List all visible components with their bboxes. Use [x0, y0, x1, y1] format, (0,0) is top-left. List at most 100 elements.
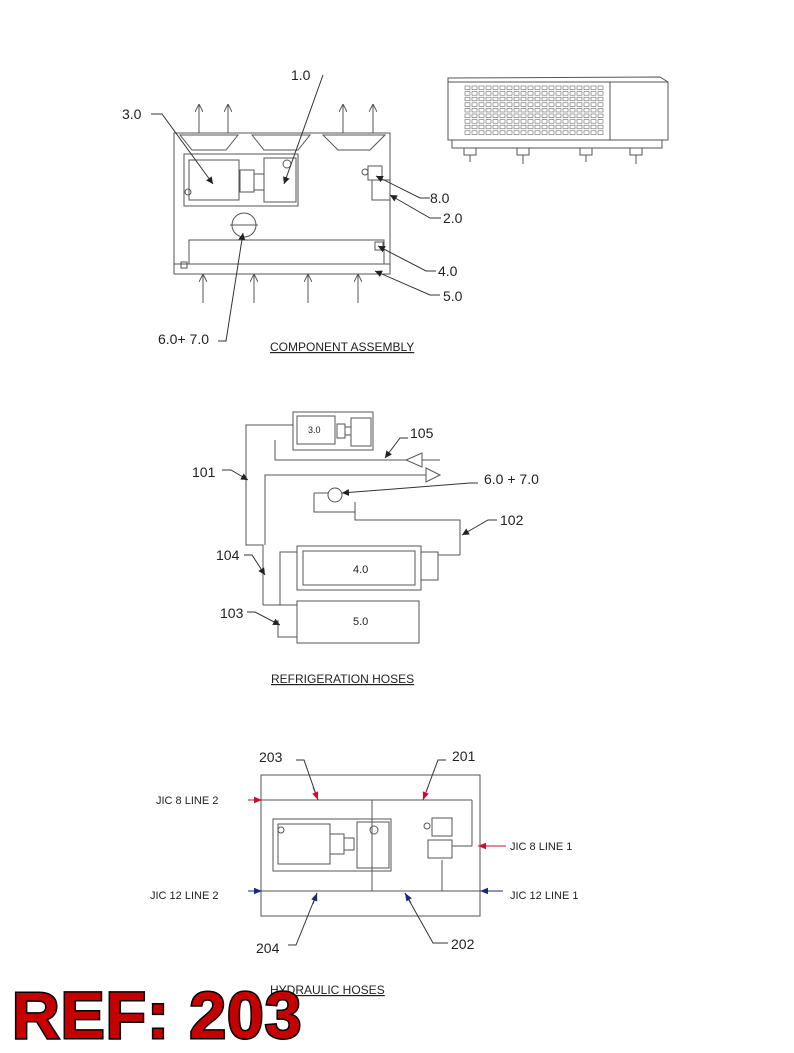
vent-slat	[527, 113, 534, 118]
vent-slat	[569, 119, 576, 124]
vent-slat	[471, 119, 478, 124]
vent-slat	[471, 108, 478, 113]
vent-slat	[555, 85, 562, 90]
vent-slat	[569, 85, 576, 90]
vent-slat	[583, 124, 590, 130]
vent-slat	[520, 113, 527, 118]
port-jic12-line2: JIC 12 LINE 2	[150, 890, 218, 902]
vent-slat	[590, 108, 597, 113]
vent-slat	[597, 102, 604, 107]
vent-slat	[562, 96, 569, 102]
vent-slat	[478, 96, 485, 102]
vent-slat	[569, 102, 576, 107]
vent-slat	[527, 91, 534, 96]
vent-slat	[492, 119, 499, 124]
vent-slat	[527, 96, 534, 102]
vent-slat	[499, 130, 506, 135]
compressor-label: 3.0	[308, 425, 321, 435]
vent-slat	[485, 85, 492, 90]
vent-slat	[471, 96, 478, 102]
vent-slat	[555, 96, 562, 102]
vent-slat	[541, 124, 548, 130]
reference-badge: REF: 203	[10, 978, 303, 1052]
vent-slat	[597, 96, 604, 102]
callout-5-0: 5.0	[443, 288, 463, 304]
vent-slat	[534, 102, 541, 107]
vent-slat	[513, 102, 520, 107]
refrigeration-hoses-caption: REFRIGERATION HOSES	[271, 672, 414, 686]
vent-slat	[562, 91, 569, 96]
hose-callout-104: 104	[216, 547, 240, 563]
refrigeration-hoses-section: 3.0 4.0 5.0 105 101 6.0 + 7.0	[192, 411, 539, 686]
vent-slat	[492, 85, 499, 90]
vent-slat	[541, 96, 548, 102]
vent-slat	[590, 85, 597, 90]
vent-slat	[520, 102, 527, 107]
vent-slat	[555, 130, 562, 135]
vent-slat	[534, 113, 541, 118]
vent-slat	[576, 124, 583, 130]
vent-slat	[527, 130, 534, 135]
vent-slat	[541, 85, 548, 90]
callout-8-0: 8.0	[430, 190, 450, 206]
vent-slat	[576, 113, 583, 118]
vent-slat	[471, 91, 478, 96]
vent-slat	[492, 108, 499, 113]
hose-callout-102: 102	[500, 512, 524, 528]
vent-slat	[520, 96, 527, 102]
vent-slat	[555, 91, 562, 96]
vent-grill	[464, 85, 604, 135]
vent-slat	[478, 102, 485, 107]
vent-slat	[555, 119, 562, 124]
vent-slat	[506, 119, 513, 124]
vent-slat	[576, 102, 583, 107]
vent-slat	[492, 91, 499, 96]
vent-slat	[478, 130, 485, 135]
vent-slat	[562, 119, 569, 124]
vent-slat	[520, 85, 527, 90]
vent-slat	[464, 85, 471, 90]
vent-slat	[527, 85, 534, 90]
component-assembly-caption: COMPONENT ASSEMBLY	[270, 340, 414, 354]
vent-slat	[534, 130, 541, 135]
vent-slat	[464, 108, 471, 113]
vent-slat	[583, 108, 590, 113]
airflow-out-arrows	[199, 104, 373, 133]
vent-slat	[478, 124, 485, 130]
vent-slat	[478, 108, 485, 113]
vent-slat	[569, 91, 576, 96]
vent-slat	[534, 96, 541, 102]
vent-slat	[583, 91, 590, 96]
vent-slat	[499, 119, 506, 124]
vent-slat	[555, 108, 562, 113]
vent-slat	[464, 113, 471, 118]
vent-slat	[471, 130, 478, 135]
vent-slat	[590, 119, 597, 124]
vent-slat	[492, 124, 499, 130]
hose-callout-103: 103	[220, 605, 244, 621]
component-assembly-section: 1.0 3.0 8.0 2.0 4.0 5.0 6.0+ 7.0 COMPONE…	[122, 67, 463, 354]
vent-slat	[464, 91, 471, 96]
vent-slat	[583, 130, 590, 135]
vent-slat	[569, 108, 576, 113]
vent-slat	[485, 119, 492, 124]
vent-slat	[499, 91, 506, 96]
vent-slat	[562, 113, 569, 118]
vent-slat	[520, 124, 527, 130]
vent-slat	[513, 130, 520, 135]
vent-slat	[597, 85, 604, 90]
vent-slat	[513, 113, 520, 118]
vent-slat	[534, 124, 541, 130]
vent-slat	[499, 113, 506, 118]
vent-slat	[506, 108, 513, 113]
fan-group	[178, 134, 387, 151]
receiver-box-label: 5.0	[353, 616, 368, 628]
vent-slat	[492, 102, 499, 107]
vent-slat	[513, 91, 520, 96]
vent-slat	[541, 91, 548, 96]
vent-slat	[576, 91, 583, 96]
vent-slat	[597, 113, 604, 118]
vent-slat	[590, 96, 597, 102]
vent-slat	[506, 85, 513, 90]
vent-slat	[499, 96, 506, 102]
